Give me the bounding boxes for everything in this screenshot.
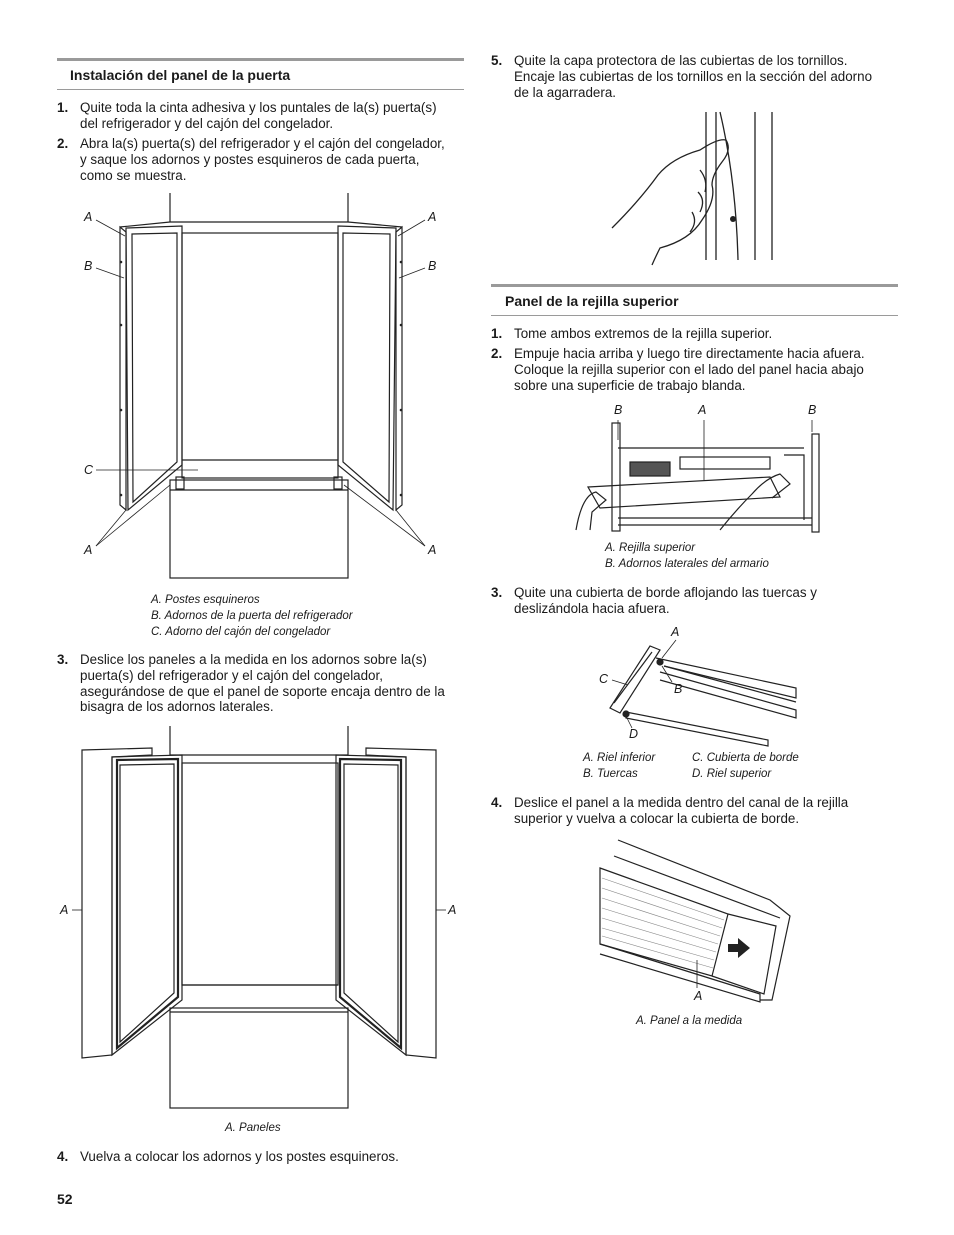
step-number: 4. (57, 1149, 69, 1164)
section-title-door-panel: Instalación del panel de la puerta (70, 67, 291, 83)
step-text: Empuje hacia arriba y luego tire directa… (514, 346, 865, 393)
step-number: 4. (491, 795, 503, 810)
step-number: 3. (57, 652, 69, 667)
fig1-label-a-bottom-right: A (428, 543, 437, 557)
step-text: Vuelva a colocar los adornos y los poste… (80, 1149, 399, 1164)
figure-edge-caption-right: C. Cubierta de borde D. Riel superior (692, 752, 799, 780)
fig1-label-a-top-left: A (84, 210, 93, 224)
edge-label-d: D (629, 727, 639, 741)
step-number: 2. (57, 136, 69, 151)
figure-panel-caption: A. Panel a la medida (636, 1015, 743, 1027)
step-text: Tome ambos extremos de la rejilla superi… (514, 326, 773, 341)
section-rule-right-bottom (491, 315, 898, 316)
fig1-label-b-left: B (84, 259, 93, 273)
figure-edge-caption-left: A. Riel inferior B. Tuercas (583, 752, 656, 780)
section-title-top-grille: Panel de la rejilla superior (505, 293, 679, 309)
fig1-label-a-top-right: A (428, 210, 437, 224)
fig1-label-b-right: B (428, 259, 437, 273)
step-text: Quite toda la cinta adhesiva y los punta… (80, 100, 437, 131)
step-number: 3. (491, 585, 503, 600)
fig1-label-a-bottom-left: A (84, 543, 93, 557)
panel-label-a: A (694, 989, 703, 1003)
page-number: 52 (57, 1191, 73, 1207)
edge-label-a: A (671, 625, 680, 639)
grille-label-b-left: B (614, 403, 623, 417)
edge-label-c: C (599, 672, 609, 686)
step-text: Quite la capa protectora de las cubierta… (514, 53, 873, 100)
step-number: 1. (491, 326, 503, 341)
step-number: 1. (57, 100, 69, 115)
step-number: 2. (491, 346, 503, 361)
fig2-label-a-left: A (60, 903, 69, 917)
step-text: Quite una cubierta de borde aflojando la… (514, 585, 817, 616)
grille-label-a: A (698, 403, 707, 417)
figure1-caption: A. Postes esquineros B. Adornos de la pu… (151, 594, 353, 638)
step-text: Abra la(s) puerta(s) del refrigerador y … (80, 136, 445, 183)
step-text: Deslice el panel a la medida dentro del … (514, 795, 849, 826)
section-rule-left-top (57, 58, 464, 61)
figure2-caption: A. Paneles (225, 1122, 281, 1134)
step-number: 5. (491, 53, 503, 68)
fig1-label-c: C (84, 463, 94, 477)
edge-label-b: B (674, 682, 683, 696)
step-text: Deslice los paneles a la medida en los a… (80, 652, 445, 715)
section-rule-left-bottom (57, 89, 464, 90)
section-rule-right-top (491, 284, 898, 287)
fig2-label-a-right: A (448, 903, 457, 917)
figure-grille-caption: A. Rejilla superior B. Adornos laterales… (605, 542, 769, 570)
grille-label-b-right: B (808, 403, 817, 417)
